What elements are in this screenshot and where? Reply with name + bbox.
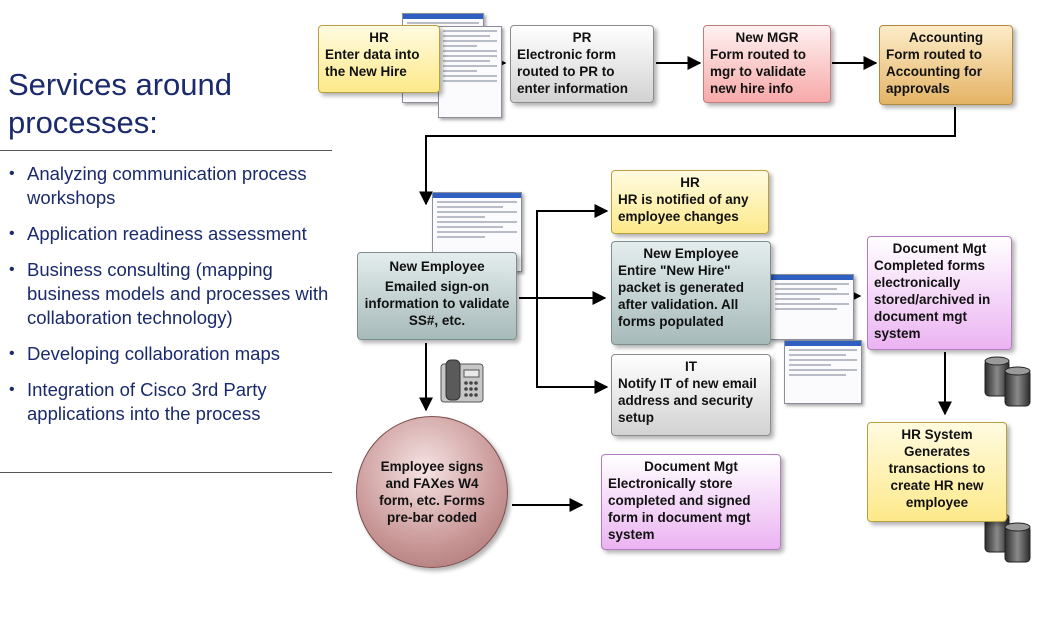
hr-system-box: HR System Generates transactions to crea… [867, 422, 1007, 522]
pr-box: PR Electronic form routed to PR to enter… [510, 25, 654, 103]
hr-entry-box: HR Enter data into the New Hire [318, 25, 440, 93]
box-body: HR is notified of any employee changes [618, 192, 749, 224]
services-list: Analyzing communication process workshop… [8, 162, 338, 438]
employee-signs-circle: Employee signs and FAXes W4 form, etc. F… [356, 416, 508, 568]
box-body: Electronic form routed to PR to enter in… [517, 47, 629, 96]
server-storage-icon [984, 512, 1031, 563]
document-mgt-store-box: Document Mgt Electronically store comple… [601, 454, 781, 550]
it-box: IT Notify IT of new email address and se… [611, 354, 771, 436]
box-body: Notify IT of new email address and secur… [618, 376, 757, 425]
box-heading: Document Mgt [892, 241, 987, 256]
box-heading: PR [572, 30, 592, 45]
box-heading: New Employee [643, 246, 739, 261]
title-divider [0, 150, 332, 151]
box-heading: HR [369, 30, 389, 45]
accounting-box: Accounting Form routed to Accounting for… [879, 25, 1013, 105]
box-heading: New Employee [389, 259, 485, 274]
circle-text: Employee signs and FAXes W4 form, etc. F… [379, 459, 485, 525]
box-heading: Accounting [908, 30, 984, 45]
box-body: Electronically store completed and signe… [608, 476, 751, 542]
page-title: Services around processes: [8, 67, 233, 140]
arrow-accounting-to-new-employee [419, 107, 956, 206]
form-document-icon [784, 340, 862, 404]
box-body: Form routed to mgr to validate new hire … [710, 47, 807, 96]
fax-phone-icon [440, 359, 484, 403]
new-employee-box: New Employee Emailed sign-on information… [357, 252, 517, 340]
box-body: Enter data into the New Hire [325, 47, 420, 79]
list-item: Developing collaboration maps [8, 342, 338, 366]
form-document-icon [770, 274, 854, 340]
box-body: Completed forms electronically stored/ar… [874, 258, 991, 341]
document-mgt-archive-box: Document Mgt Completed forms electronica… [867, 236, 1012, 350]
box-heading: New MGR [735, 30, 799, 45]
list-item: Business consulting (mapping business mo… [8, 258, 338, 330]
list-item: Application readiness assessment [8, 222, 338, 246]
box-heading: HR System [901, 427, 973, 442]
box-body: Emailed sign-on information to validate … [364, 279, 510, 328]
form-document-icon [438, 26, 502, 118]
box-body: Generates transactions to create HR new … [888, 444, 986, 510]
box-heading: Document Mgt [644, 459, 738, 474]
list-item: Integration of Cisco 3rd Party applicati… [8, 378, 338, 426]
box-heading: HR [680, 175, 700, 190]
new-employee-packet-box: New Employee Entire "New Hire" packet is… [611, 241, 771, 345]
arrow-new-employee-to-it [536, 298, 609, 394]
box-heading: IT [685, 359, 697, 374]
box-body: Form routed to Accounting for approvals [886, 47, 982, 96]
new-mgr-box: New MGR Form routed to mgr to validate n… [703, 25, 831, 103]
arrow-new-employee-to-hr [536, 204, 609, 298]
box-body: Entire "New Hire" packet is generated af… [618, 263, 745, 329]
hr-notified-box: HR HR is notified of any employee change… [611, 170, 769, 234]
list-item: Analyzing communication process workshop… [8, 162, 338, 210]
server-storage-icon [984, 356, 1031, 407]
list-divider [0, 472, 332, 473]
